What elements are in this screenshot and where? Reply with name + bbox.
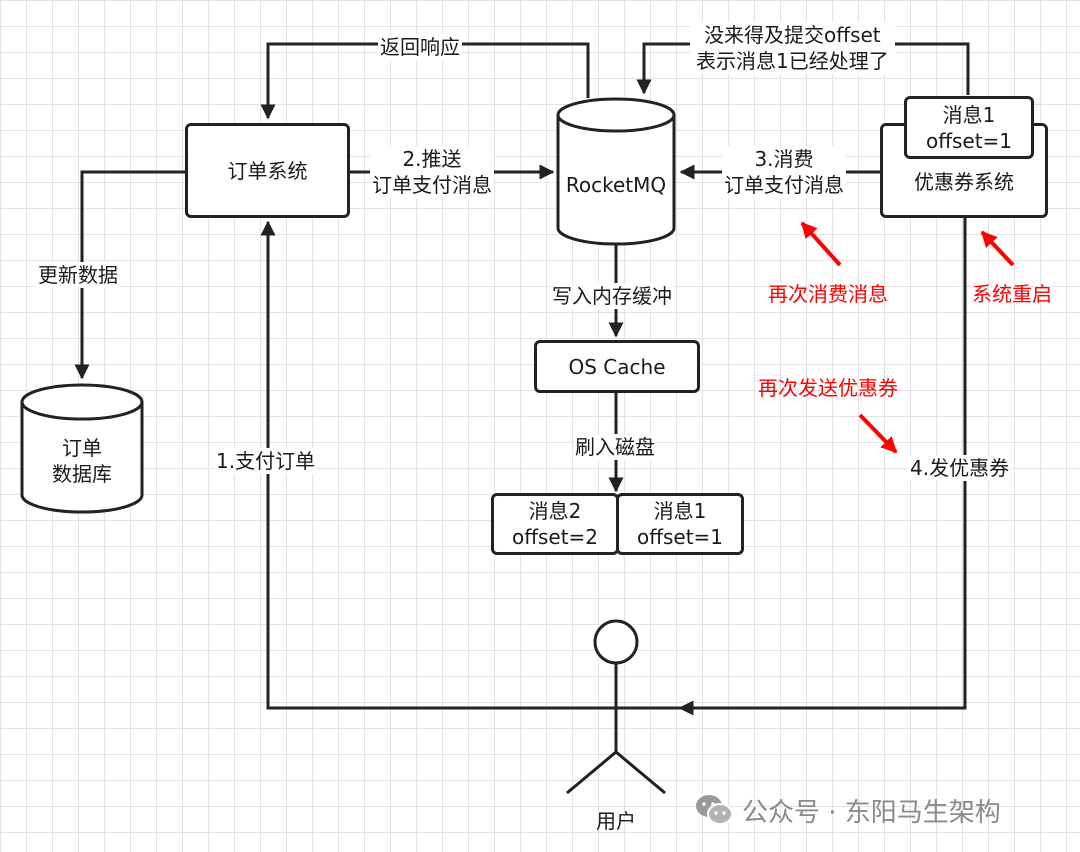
push-label: 2.推送 订单支付消息 xyxy=(370,146,494,198)
reconsume-annotation: 再次消费消息 xyxy=(768,282,888,306)
restart-annotation: 系统重启 xyxy=(972,282,1052,306)
coupon-message-offset: offset=1 xyxy=(925,128,1013,153)
coupon-message-name: 消息1 xyxy=(942,102,996,127)
update-data-label: 更新数据 xyxy=(36,262,120,288)
user-figure xyxy=(560,619,680,795)
flush-disk-label: 刷入磁盘 xyxy=(573,434,657,460)
edge-pay-order xyxy=(260,220,560,710)
resend-coupon-annotation: 再次发送优惠券 xyxy=(758,376,898,400)
disk-message-1-name: 消息1 xyxy=(653,499,707,523)
red-arrow-reconsume xyxy=(800,221,842,267)
order-db-cylinder xyxy=(20,383,144,514)
coupon-message-box: 消息1 offset=1 xyxy=(904,96,1034,159)
red-arrow-restart xyxy=(980,230,1015,267)
consume-label-line2: 订单支付消息 xyxy=(724,173,844,197)
push-label-line2: 订单支付消息 xyxy=(372,173,492,197)
order-system-box: 订单系统 xyxy=(185,123,350,218)
consume-label-line1: 3.消费 xyxy=(754,147,814,171)
disk-message-2-box: 消息2 offset=2 xyxy=(491,493,619,555)
user-label: 用户 xyxy=(596,809,636,833)
order-db-label: 订单 数据库 xyxy=(22,435,142,487)
order-system-label: 订单系统 xyxy=(227,158,308,183)
consume-label: 3.消费 订单支付消息 xyxy=(722,146,846,198)
disk-message-1-box: 消息1 offset=1 xyxy=(616,493,744,555)
disk-message-1-offset: offset=1 xyxy=(636,525,724,549)
coupon-system-label: 优惠券系统 xyxy=(914,170,1014,194)
wechat-icon xyxy=(696,795,733,825)
red-arrow-resend xyxy=(858,413,898,454)
push-label-line1: 2.推送 xyxy=(402,147,462,171)
offset-note-label: 没来得及提交offset 表示消息1已经处理了 xyxy=(690,22,895,74)
watermark-text: 公众号 · 东阳马生架构 xyxy=(742,797,1001,828)
order-db-label-line1: 订单 xyxy=(62,436,102,460)
os-cache-box: OS Cache xyxy=(534,340,700,393)
return-response-label: 返回响应 xyxy=(378,34,462,60)
order-db-label-line2: 数据库 xyxy=(52,462,112,486)
edge-send-coupon xyxy=(678,218,967,716)
write-cache-label: 写入内存缓冲 xyxy=(550,283,674,309)
watermark: 公众号 · 东阳马生架构 xyxy=(694,790,1001,830)
disk-message-2-offset: offset=2 xyxy=(511,525,599,549)
pay-order-label: 1.支付订单 xyxy=(214,448,318,474)
offset-note-line2: 表示消息1已经处理了 xyxy=(696,49,889,73)
rocketmq-cylinder xyxy=(556,97,676,246)
edge-update-data xyxy=(74,170,185,380)
send-coupon-label: 4.发优惠券 xyxy=(908,455,1012,481)
os-cache-label: OS Cache xyxy=(568,354,666,379)
rocketmq-label: RocketMQ xyxy=(565,173,667,197)
offset-note-line1: 没来得及提交offset xyxy=(704,23,881,47)
disk-message-2-name: 消息2 xyxy=(528,499,582,523)
